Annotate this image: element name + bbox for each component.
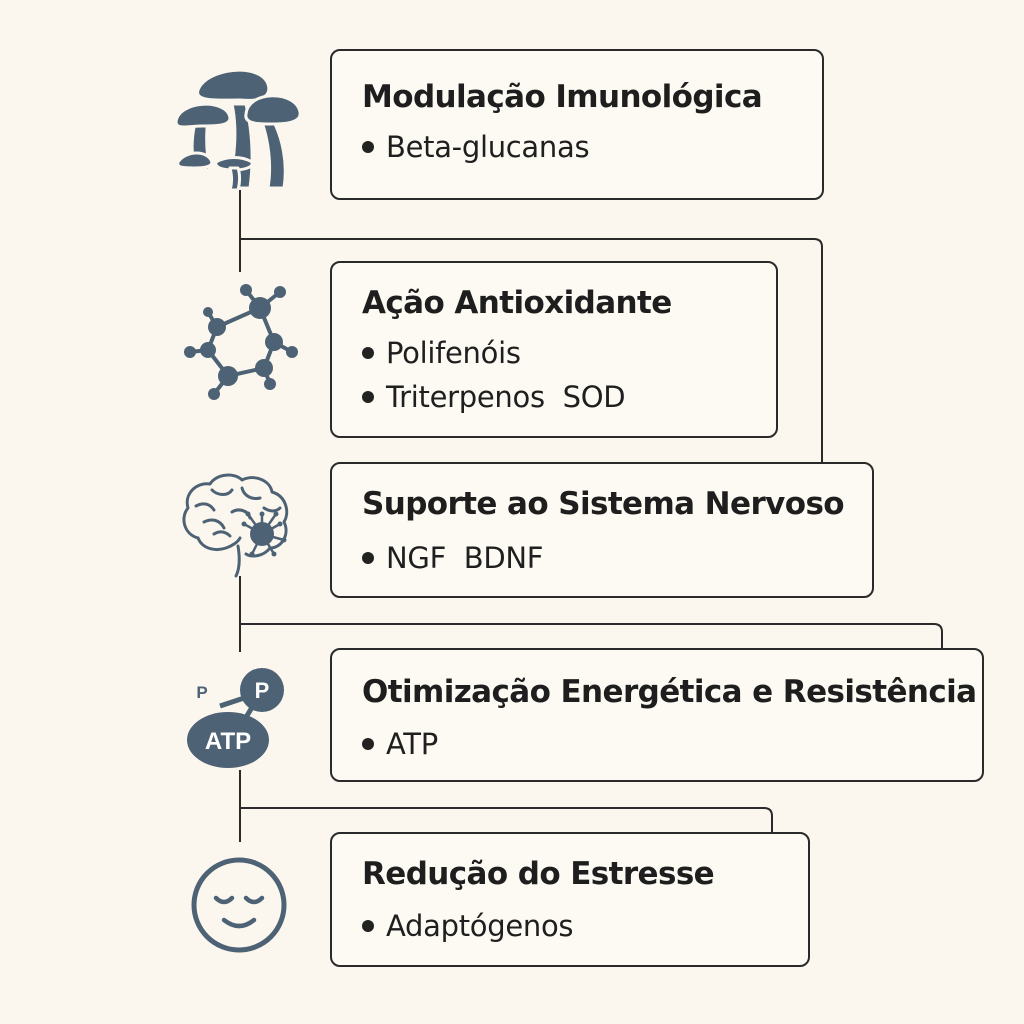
list-item: Beta-glucanas	[362, 125, 822, 169]
stage-items: NGF BDNF	[362, 536, 872, 580]
list-item: Triterpenos SOD	[362, 375, 776, 419]
mushroom-icon	[172, 62, 308, 192]
stage-items: Polifenóis Triterpenos SOD	[362, 331, 776, 419]
stage-title: Ação Antioxidante	[362, 285, 672, 321]
list-item: Polifenóis	[362, 331, 776, 375]
stage-title: Redução do Estresse	[362, 856, 715, 892]
molecule-icon	[182, 282, 302, 402]
stage-title: Otimização Energética e Resistência	[362, 674, 977, 710]
stage-box-stress: Redução do Estresse Adaptógenos	[330, 832, 810, 967]
stage-items: Adaptógenos	[362, 904, 808, 948]
atp-label: ATP	[205, 728, 251, 755]
list-item: ATP	[362, 722, 982, 766]
stage-title: Suporte ao Sistema Nervoso	[362, 486, 845, 522]
list-item: NGF BDNF	[362, 536, 872, 580]
stage-box-immune: Modulação Imunológica Beta-glucanas	[330, 49, 824, 200]
stage-items: ATP	[362, 722, 982, 766]
list-item: Adaptógenos	[362, 904, 808, 948]
stage-title: Modulação Imunológica	[362, 79, 763, 115]
calm-face-icon	[190, 856, 288, 954]
brain-icon	[178, 472, 294, 578]
phosphate-label: P	[255, 678, 270, 703]
stage-box-antioxidant: Ação Antioxidante Polifenóis Triterpenos…	[330, 261, 778, 438]
stage-items: Beta-glucanas	[362, 125, 822, 169]
stage-box-nervous: Suporte ao Sistema Nervoso NGF BDNF	[330, 462, 874, 598]
atp-icon: P P ATP	[184, 664, 290, 770]
phosphate-label-small: P	[196, 683, 207, 702]
stage-box-energy: Otimização Energética e Resistência ATP	[330, 648, 984, 782]
